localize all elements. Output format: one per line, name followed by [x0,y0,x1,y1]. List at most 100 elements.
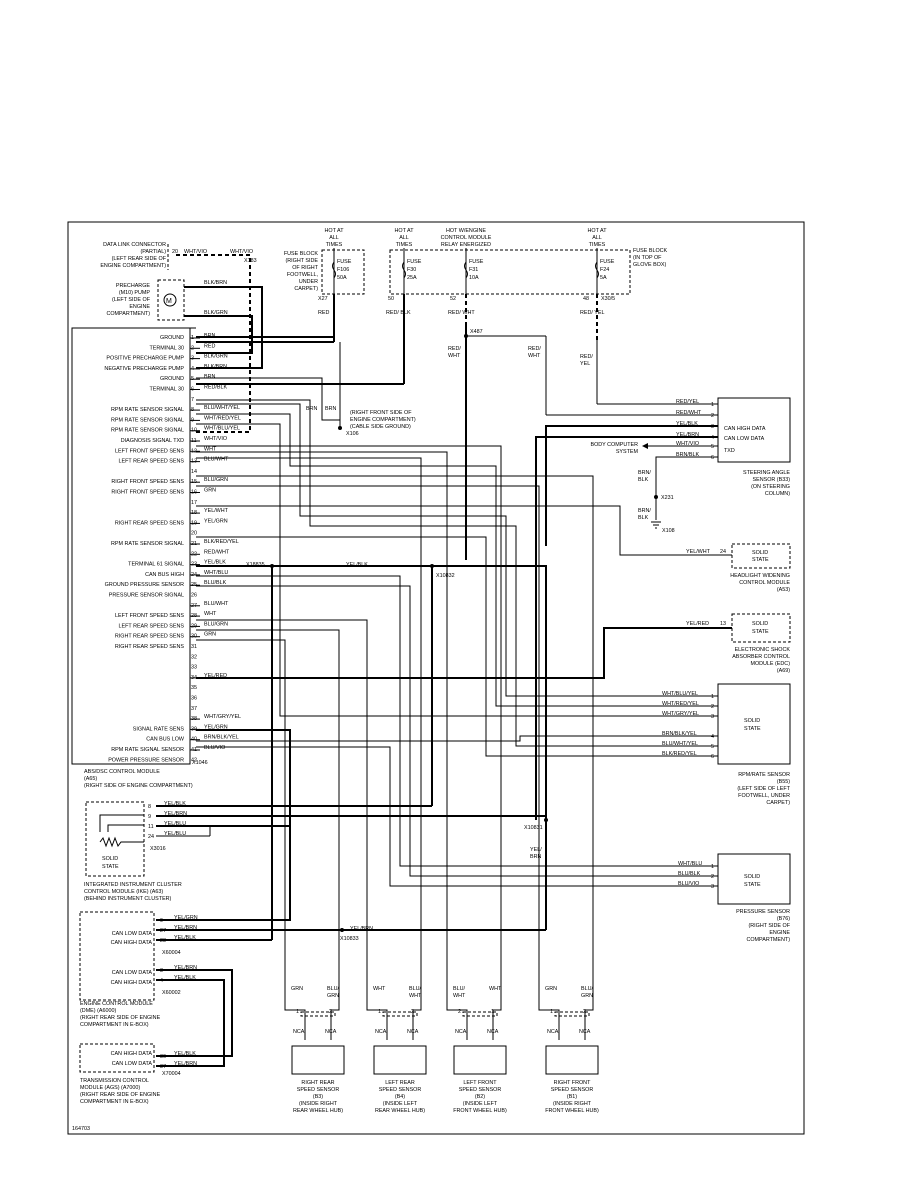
abs-pin-wire: WHT [204,446,217,452]
fuse-f31-wire: RED/ WHT [448,310,475,316]
headlight-name: HEADLIGHT WIDENING CONTROL MODULE (A53) [730,573,790,593]
edc-module-body [731,613,791,643]
tcm-wire-label: YEL/BLK [174,1051,196,1057]
fuse-f24-id: F24 [600,267,609,273]
rpm-wire-label: BRN/BLK/YEL [662,731,697,737]
rpm-pin: 6 [711,754,714,760]
fuse-f24-amps: 5A [600,275,607,281]
steering-name-line: (ON STEERING [751,484,790,490]
hot-mida-3: TIMES [396,242,413,248]
abs-pin-label: GROUND [160,335,184,341]
abs-pin-wire: BLU/WHT [204,601,229,607]
wheel-route-b [196,457,422,1040]
steering-name-line: STEERING ANGLE [743,470,790,476]
abs-pin-wire: WHT [204,611,217,617]
abs-pin-wire: BLU/GRN [204,477,228,483]
wheel-wire-b: BLU/ [581,986,593,992]
rpm-pin: 2 [711,704,714,710]
dme-inner-1: CAN LOW DATA [112,931,153,937]
steering-wire-label: BRN/BLK [676,452,699,458]
abs-pin-label: LEFT REAR SPEED SENS [118,459,184,465]
wheel-nca-a: NCA [293,1029,305,1035]
hot-left-1: HOT AT [325,228,345,234]
tcm-name-line: (RIGHT REAR SIDE OF ENGINE [80,1092,161,1098]
abs-pin-wire: WHT/RED/YEL [204,415,241,421]
pressure-name-line: (B76) [777,916,790,922]
red-yel-1: RED/ [580,354,593,360]
pressure-name-line: (RIGHT SIDE OF [748,923,790,929]
abs-pin-label: TERMINAL 61 SIGNAL [128,562,184,568]
ike-internal [99,814,144,832]
wheel-connector [554,1011,590,1017]
rpm-state-2: STATE [744,726,761,732]
steering-pin: 1 [711,402,714,408]
brnblk-1: BRN/ [638,470,651,476]
pressure-sensor-body [717,853,791,905]
fuse-f24-label: FUSE [600,259,615,265]
hot-mida-2: ALL [399,235,409,241]
wheel-wire-a: WHT [373,986,386,992]
abs-pin-label: CAN BUS LOW [146,737,185,743]
ike-wire-label: YEL/BLU [164,831,186,837]
wheel-sensor-name: (INSIDE LEFT [383,1101,418,1107]
abs-pin-wire: BLK/RED/YEL [204,539,239,545]
abs-pin-number: 7 [191,397,194,403]
hot-left-2: ALL [329,235,339,241]
wire-edc [196,627,732,679]
dme-wire-label-b: YEL/BLK [174,975,196,981]
abs-pin-label: TERMINAL 30 [149,387,184,393]
wheel-sensor-name: LEFT FRONT [463,1080,497,1086]
abs-pin-wire: BLU/WHT [204,457,229,463]
ike-pin: 11 [148,824,154,830]
wheel-sensor-name: SPEED SENSOR [551,1087,594,1093]
abs-pin-wire: BLU/BLK [204,580,227,586]
hot-midb-3: RELAY ENERGIZED [441,242,491,248]
wheel-sensor-body [545,1045,599,1075]
pressure-pin: 1 [711,864,714,870]
abs-pin-wire: WHT/BLU/YEL [204,426,240,432]
abs-pin-number: 26 [191,593,197,599]
hot-left-3: TIMES [326,242,343,248]
abs-pin-label: GROUND PRESSURE SENSOR [105,582,184,588]
fuse-labels: FUSE F106 50A FUSE F30 25A FUSE F31 10A … [318,259,615,335]
edc-name-line: ABSORBER CONTROL [732,654,790,660]
headlight-state-2: STATE [752,557,769,563]
abs-pin-number: 37 [191,706,197,712]
ike-wire-label: YEL/BRN [164,811,187,817]
dlc-label: DATA LINK CONNECTOR (PARTIAL) (LEFT REAR… [100,242,166,269]
wheel-wire-b: BLU/ [409,986,421,992]
tcm-name: TRANSMISSION CONTROL MODULE (AGS) (A7000… [80,1078,161,1105]
dme-conn-b: X60002 [162,990,181,996]
wheel-sensor-name: RIGHT REAR [301,1080,334,1086]
abs-pin-number: 36 [191,696,197,702]
motor-icon [163,293,177,307]
fuse-f24-wire: RED/ YEL [580,310,604,316]
wire-can-high [196,565,547,820]
wheel-sensor-name: (INSIDE LEFT [463,1101,498,1107]
steering-inner-1: CAN HIGH DATA [724,426,766,432]
x108-label: X108 [662,528,675,534]
wheel-wire-b: WHT [489,986,502,992]
precharge-line: ENGINE [129,304,150,310]
abs-pin-label: LEFT FRONT SPEED SENS [115,448,184,454]
x10833-label: X10833 [340,936,359,942]
rpm-name-line: CARPET) [766,800,790,806]
abs-pin-wire: BLU/GRN [204,621,228,627]
rpm-name-line: RPM/RATE SENSOR [738,772,790,778]
steering-wire-label: RED/YEL [676,399,699,405]
wheel-pin-a: 1 [550,1009,553,1015]
wheel-sensor-name: SPEED SENSOR [379,1087,422,1093]
abs-pin-wire: GRN [204,632,216,638]
steering-wire-label: YEL/BRN [676,432,699,438]
pressure-name-line: PRESSURE SENSOR [736,909,790,915]
wheel-nca-a: NCA [455,1029,467,1035]
wheel-pin-a: 2 [458,1009,461,1015]
dme-name-line: COMPARTMENT IN E-BOX) [80,1022,149,1028]
pressure-wire-label: BLU/VIO [678,881,699,887]
dlc-wire-label-b: WHT/VIO [230,249,253,255]
dme-name: ENGINE CONTROL MODULE (DME) (A6000) (RIG… [80,1001,161,1028]
fuse-f30-symbol [402,261,406,279]
abs-pin-number: 17 [191,500,197,506]
rpm-pin: 3 [711,714,714,720]
